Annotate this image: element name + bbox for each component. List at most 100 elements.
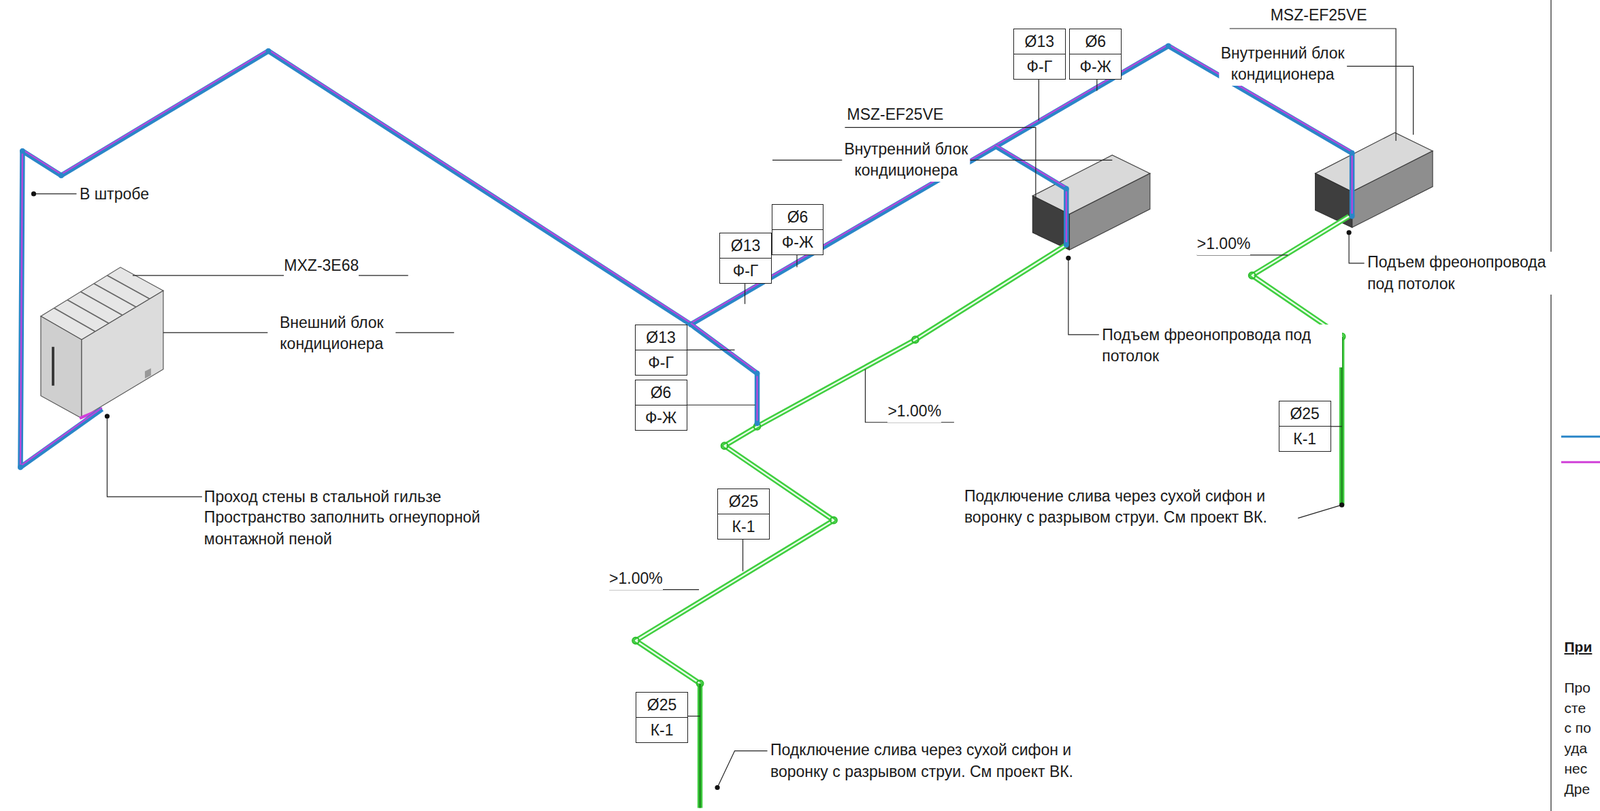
drain-fitting: [830, 517, 838, 525]
annotation-label: Внутренний блок кондиционера: [842, 138, 970, 182]
note-fragment: Дре: [1564, 779, 1591, 800]
annotation-label: MXZ-3E68: [283, 255, 359, 277]
leader-line: [1550, 0, 1551, 811]
leader-line: [1348, 232, 1364, 264]
note-fragment: При: [1564, 637, 1593, 658]
annotation-label: Подключение слива через сухой сифон и во…: [770, 739, 1077, 783]
leader-line: [742, 537, 744, 571]
note-fragment: нес: [1564, 759, 1588, 780]
pipe-tag: Ø25К-1: [717, 488, 770, 540]
pipe-tag: Ø6Ф-Ж: [1069, 28, 1122, 80]
grille-bar: [106, 275, 150, 299]
tag-text: Ø25: [1279, 401, 1331, 427]
annotation-label: В штробе: [79, 183, 150, 206]
pipe-fitting: [754, 370, 761, 377]
tag-text: Ø13: [635, 325, 687, 350]
annotation-label: MSZ-EF25VE: [1270, 4, 1368, 27]
pipe-fitting: [265, 48, 271, 54]
leader-line: [744, 280, 746, 304]
gas-pipe: [20, 45, 1353, 467]
grille-bar: [93, 283, 137, 307]
pipe-tag: Ø25К-1: [1278, 400, 1332, 452]
tag-text: Ø6: [1069, 29, 1121, 54]
tag-text: Ø13: [1014, 29, 1066, 54]
pipe-routes: [17, 43, 1355, 809]
pipe-tag: Ø6Ф-Ж: [634, 379, 688, 431]
indoor-unit: [1032, 155, 1150, 250]
indoor-unit: [1315, 132, 1433, 228]
drain-fitting: [1248, 272, 1256, 280]
tag-text: Ф-Г: [635, 349, 687, 375]
leader-line: [132, 274, 409, 276]
tag-text: К-1: [1279, 426, 1331, 452]
annotation-label: MSZ-EF25VE: [846, 104, 944, 126]
drain-fitting: [911, 336, 919, 344]
leader-line: [1297, 504, 1342, 518]
leader-line: [1346, 66, 1413, 135]
leader-line: [1068, 257, 1100, 335]
tag-text: Ф-Ж: [1069, 53, 1121, 79]
liquid-pipe: [20, 44, 1353, 467]
legend-sample: [1561, 461, 1600, 464]
annotation-label: >1.00%: [887, 400, 942, 423]
annotation-label: >1.00%: [609, 568, 663, 591]
drain-fitting: [632, 637, 640, 645]
liquid-pipe: [690, 323, 757, 422]
gas-pipe: [994, 145, 1067, 245]
annotation-label: Проход стены в стальной гильзе: [204, 486, 442, 509]
tag-text: Ø6: [635, 380, 687, 405]
leader-line: [1329, 426, 1343, 427]
pipe-tag: Ø13Ф-Г: [634, 324, 688, 376]
grille-bar: [80, 291, 122, 316]
leader-dot: [1339, 502, 1345, 508]
pipe-fitting: [1063, 242, 1070, 248]
annotation-label: Внутренний блок кондиционера: [1218, 42, 1347, 86]
leader-dot: [1065, 255, 1071, 261]
drain-riser: [698, 683, 701, 809]
legend-sample: [1561, 435, 1600, 438]
leader-lines: [31, 0, 1600, 811]
drain-fitting: [721, 442, 729, 450]
leader-dot: [31, 191, 37, 197]
pipe-tag: Ø13Ф-Г: [1013, 28, 1066, 80]
note-fragment: с по: [1564, 718, 1592, 739]
liquid-pipe: [994, 144, 1067, 243]
tag-text: Ф-Г: [720, 257, 772, 284]
note-fragment: сте: [1564, 698, 1587, 719]
annotation-label: Внешний блок кондиционера: [268, 312, 396, 356]
pipe-fitting: [17, 464, 24, 471]
pipe-fitting: [754, 420, 761, 427]
pipe-tag: Ø13Ф-Г: [719, 232, 772, 284]
tag-text: Ø6: [772, 204, 824, 230]
pipe-fitting: [1165, 43, 1172, 50]
tag-text: Ф-Ж: [635, 404, 687, 431]
note-fragment: уда: [1564, 739, 1588, 759]
tag-text: К-1: [717, 513, 770, 540]
leader-line: [686, 349, 736, 351]
annotation-label: >1.00%: [1197, 233, 1251, 256]
leader-line: [106, 416, 202, 497]
outdoor-grille: [53, 275, 150, 332]
annotation-label: Пространство заполнить огнеупорной монта…: [204, 507, 511, 550]
gas-pipe: [690, 324, 757, 424]
leader-dot: [1346, 230, 1352, 235]
leader-dot: [104, 413, 110, 419]
leader-line: [796, 253, 797, 268]
tag-text: Ø13: [720, 233, 772, 258]
annotation-label: Подъем фреонопровода под потолок: [1367, 251, 1556, 295]
outdoor-unit: [40, 267, 164, 419]
pipe-fitting: [1349, 150, 1355, 156]
pipe-fitting: [58, 172, 64, 179]
leader-line: [686, 404, 756, 406]
tag-text: Ф-Ж: [772, 229, 824, 255]
pipe-tag: Ø6Ф-Ж: [771, 204, 825, 256]
leader-line: [33, 193, 77, 194]
pipe-fitting: [1349, 213, 1355, 220]
leader-line: [864, 369, 954, 423]
tag-text: К-1: [636, 717, 688, 743]
tag-text: Ø25: [717, 489, 770, 514]
note-fragment: Про: [1564, 678, 1591, 699]
leader-dot: [714, 785, 720, 791]
